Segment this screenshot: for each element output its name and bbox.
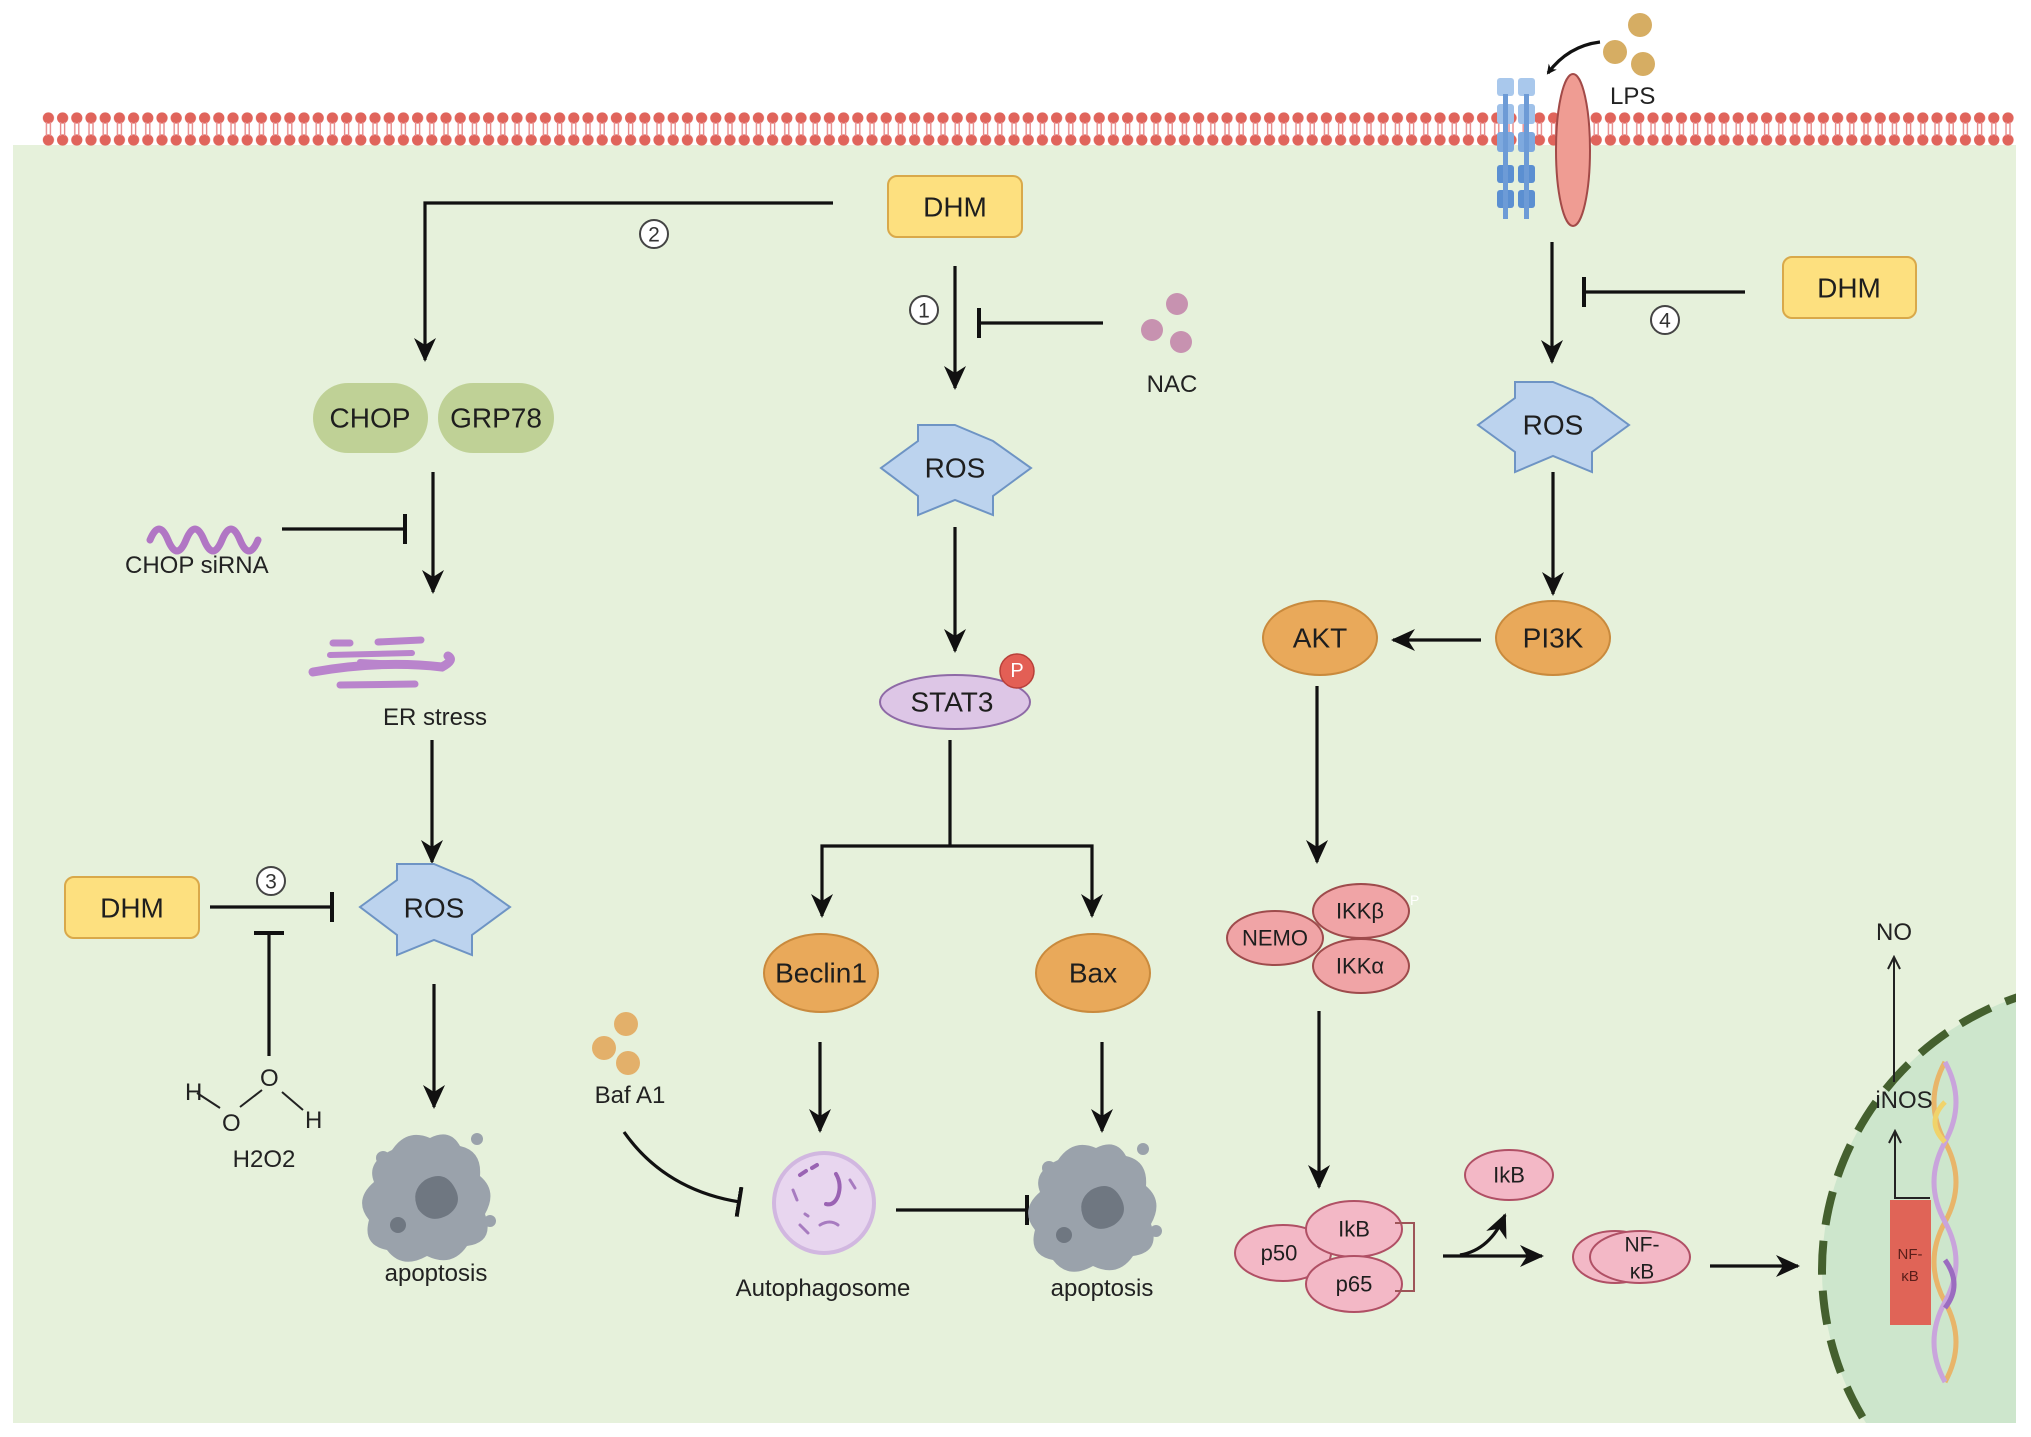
h2o2-label: H2O2 xyxy=(233,1146,296,1173)
stat3-node[interactable]: STAT3 xyxy=(879,674,1031,730)
svg-text:DHM: DHM xyxy=(923,192,987,223)
md2-coreceptor-icon xyxy=(1555,73,1591,227)
svg-text:H: H xyxy=(185,1079,202,1106)
ikkb-phospho-label: P xyxy=(1410,892,1419,908)
ros-node-right[interactable]: ROS xyxy=(1476,381,1631,474)
ros-node-left[interactable]: ROS xyxy=(358,863,512,957)
step-4-badge: 4 xyxy=(1650,305,1680,335)
ros-node-middle[interactable]: ROS xyxy=(879,424,1033,517)
chop-node[interactable]: CHOP xyxy=(313,383,428,453)
ikka-label: IKKα xyxy=(1336,954,1384,979)
ikkb-label: IKKβ xyxy=(1336,899,1384,924)
nfkb-ikb-complex[interactable]: p50 IkB p65 xyxy=(1234,1200,1403,1313)
nfkb-dimer-node[interactable]: NF- κB xyxy=(1572,1230,1691,1284)
lps-binding-arrow xyxy=(1546,40,1601,75)
edge-nfkb-to-inos xyxy=(1895,1132,1930,1199)
cell-membrane xyxy=(40,112,2016,146)
edge-stat3-to-beclin1 xyxy=(811,844,950,918)
svg-text:Bax: Bax xyxy=(1069,958,1117,989)
svg-text:IkB: IkB xyxy=(1493,1163,1525,1188)
ikb-bound-label: IkB xyxy=(1338,1217,1370,1242)
apoptosis-label-middle: apoptosis xyxy=(1051,1275,1154,1302)
svg-text:NF-: NF- xyxy=(1625,1234,1660,1257)
step-2-badge: 2 xyxy=(639,219,669,249)
complex-bracket xyxy=(1395,1222,1415,1292)
er-stress-label: ER stress xyxy=(383,704,487,731)
lps-label: LPS xyxy=(1610,83,1655,110)
nemo-label: NEMO xyxy=(1242,926,1308,951)
baf-a1-label: Baf A1 xyxy=(595,1082,666,1109)
h2o2-molecule-icon: H O O H xyxy=(185,1065,322,1137)
svg-text:CHOP: CHOP xyxy=(330,403,411,434)
ikk-complex[interactable]: NEMO IKKβ IKKα P xyxy=(1226,883,1419,994)
edge-stat3-to-bax xyxy=(950,844,1103,918)
dhm-node-right[interactable]: DHM xyxy=(1782,256,1917,319)
apoptosis-cell-icon-middle xyxy=(1028,1143,1162,1272)
nfkb-gene-label-bottom: κB xyxy=(1901,1268,1919,1285)
lps-molecules-icon xyxy=(1603,13,1655,76)
baf-a1-molecules-icon xyxy=(592,1012,640,1075)
svg-text:κB: κB xyxy=(1630,1261,1655,1284)
svg-text:DHM: DHM xyxy=(100,893,164,924)
svg-text:3: 3 xyxy=(265,871,277,894)
dhm-node-top[interactable]: DHM xyxy=(887,175,1023,238)
ikb-free-node[interactable]: IkB xyxy=(1464,1149,1554,1201)
nac-molecules-icon xyxy=(1141,293,1192,353)
svg-text:2: 2 xyxy=(648,224,660,247)
svg-text:STAT3: STAT3 xyxy=(911,687,994,718)
svg-text:1: 1 xyxy=(918,300,930,323)
svg-text:H: H xyxy=(305,1107,322,1134)
step-1-badge: 1 xyxy=(909,295,939,325)
cytoplasm-panel xyxy=(13,145,2016,1423)
er-stress-icon xyxy=(308,636,455,689)
svg-text:O: O xyxy=(260,1065,279,1092)
tlr4-receptor-icon xyxy=(1497,78,1535,219)
svg-text:PI3K: PI3K xyxy=(1523,623,1584,654)
edge-ikb-release xyxy=(1459,1213,1507,1257)
inos-label: iNOS xyxy=(1875,1087,1932,1114)
pi3k-node[interactable]: PI3K xyxy=(1495,600,1611,676)
p65-label: p65 xyxy=(1336,1272,1373,1297)
apoptosis-label-left: apoptosis xyxy=(385,1260,488,1287)
no-label: NO xyxy=(1876,919,1912,946)
beclin1-node[interactable]: Beclin1 xyxy=(763,933,879,1013)
svg-text:AKT: AKT xyxy=(1293,623,1347,654)
svg-text:Beclin1: Beclin1 xyxy=(775,958,867,989)
svg-text:ROS: ROS xyxy=(925,453,986,484)
p50-label: p50 xyxy=(1261,1241,1298,1266)
bax-node[interactable]: Bax xyxy=(1035,933,1151,1013)
step-3-badge: 3 xyxy=(256,866,286,896)
phospho-badge-stat3: P xyxy=(999,653,1035,689)
dhm-node-left[interactable]: DHM xyxy=(64,876,200,939)
edge-dhm-to-chop xyxy=(414,201,833,362)
svg-text:DHM: DHM xyxy=(1817,273,1881,304)
chop-sirna-label: CHOP siRNA xyxy=(125,552,269,579)
akt-node[interactable]: AKT xyxy=(1262,600,1378,676)
nfkb-gene-box xyxy=(1890,1200,1931,1325)
svg-text:O: O xyxy=(222,1110,241,1137)
edge-baf-a1-inhibits xyxy=(622,1131,744,1217)
svg-text:ROS: ROS xyxy=(404,893,465,924)
dna-helix-icon xyxy=(1931,1060,1959,1384)
svg-text:GRP78: GRP78 xyxy=(450,403,542,434)
svg-text:P: P xyxy=(1010,660,1023,682)
nfkb-gene-label-top: NF- xyxy=(1898,1246,1923,1263)
autophagosome-label: Autophagosome xyxy=(736,1275,911,1302)
grp78-node[interactable]: GRP78 xyxy=(438,383,554,453)
nac-label: NAC xyxy=(1147,371,1198,398)
svg-text:ROS: ROS xyxy=(1523,410,1584,441)
svg-text:4: 4 xyxy=(1659,310,1671,333)
sirna-icon xyxy=(146,525,262,555)
autophagosome-icon xyxy=(772,1151,876,1255)
apoptosis-cell-icon-left xyxy=(362,1133,496,1262)
